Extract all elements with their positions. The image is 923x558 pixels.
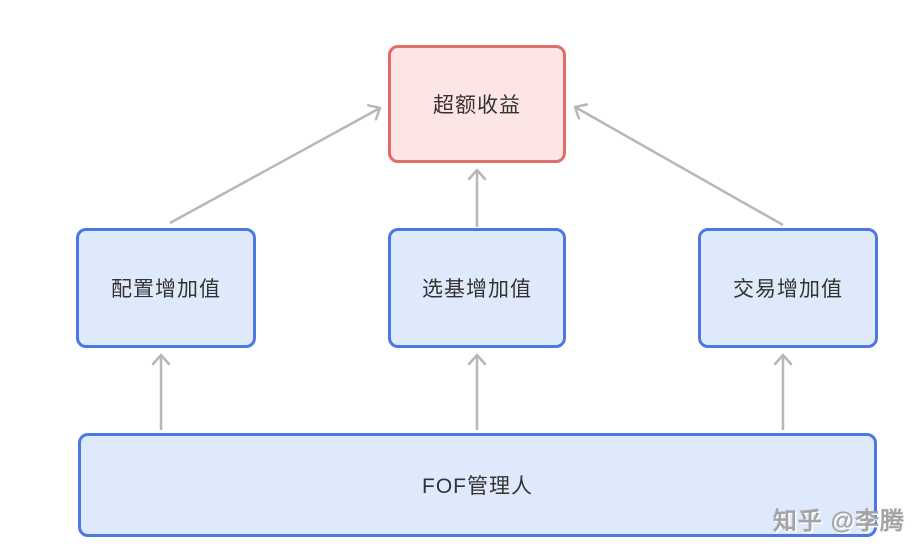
watermark: 知乎 @李腾 (772, 508, 905, 535)
node-selection-added-value: 选基增加值 (388, 228, 566, 348)
edge-allocation-to-excess (169, 104, 382, 225)
node-excess-return: 超额收益 (388, 45, 566, 163)
node-trading-label: 交易增加值 (733, 278, 843, 301)
edge-trading-to-excess (573, 103, 784, 227)
node-excess-return-label: 超额收益 (433, 94, 521, 117)
node-selection-label: 选基增加值 (422, 278, 532, 301)
node-trading-added-value: 交易增加值 (698, 228, 878, 348)
node-allocation-label: 配置增加值 (111, 278, 221, 301)
node-fof-manager: FOF管理人 (78, 433, 877, 537)
node-allocation-added-value: 配置增加值 (76, 228, 256, 348)
node-fof-manager-label: FOF管理人 (422, 475, 533, 498)
